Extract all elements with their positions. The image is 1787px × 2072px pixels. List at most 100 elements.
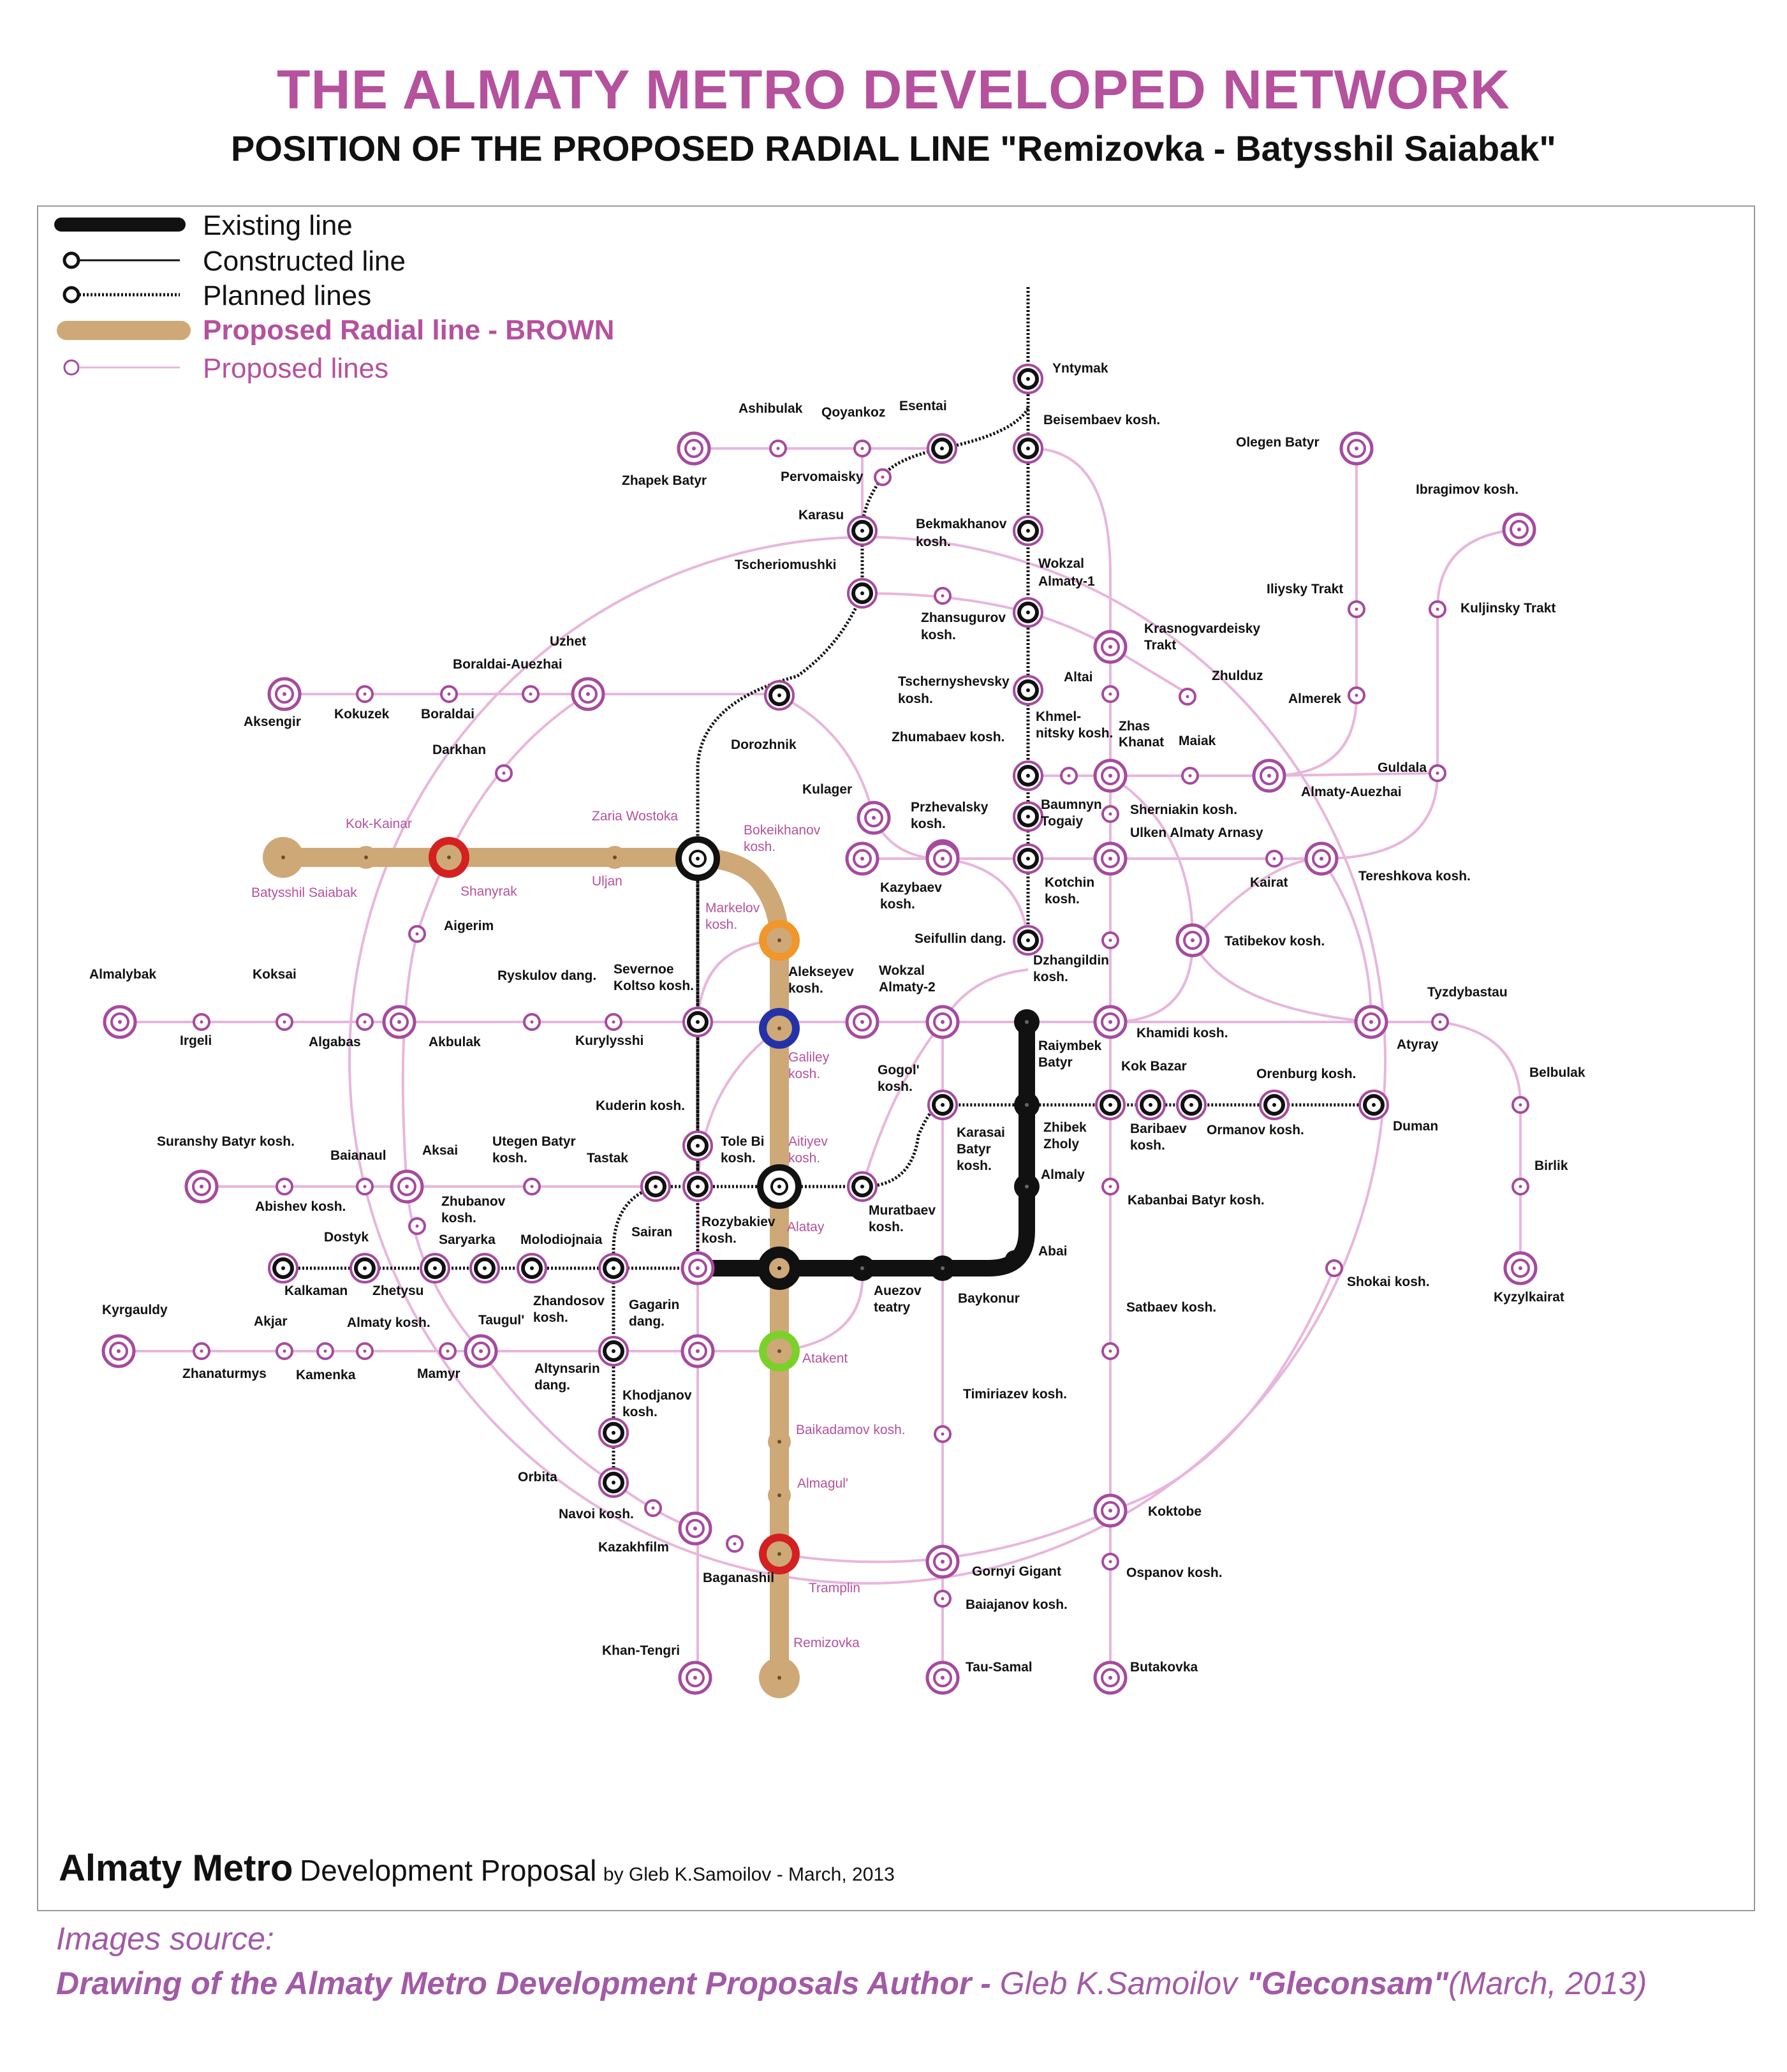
station-marker[interactable] <box>1259 1090 1290 1120</box>
station-marker[interactable] <box>598 1417 629 1448</box>
station-marker[interactable] <box>1101 1178 1119 1195</box>
station-marker[interactable] <box>925 841 960 876</box>
station-marker[interactable] <box>603 846 626 869</box>
station-marker[interactable] <box>440 685 458 703</box>
station-marker[interactable] <box>522 685 540 703</box>
station-marker[interactable] <box>429 837 469 878</box>
station-marker[interactable] <box>759 1657 800 1698</box>
station-marker[interactable] <box>408 1217 426 1235</box>
station-marker[interactable] <box>857 801 891 835</box>
station-marker[interactable] <box>934 1425 952 1443</box>
station-marker[interactable] <box>101 1334 136 1368</box>
station-marker[interactable] <box>1013 843 1043 874</box>
station-marker[interactable] <box>1135 1090 1166 1120</box>
station-marker[interactable] <box>1339 431 1374 466</box>
station-marker[interactable] <box>1304 841 1339 876</box>
station-marker[interactable] <box>675 836 720 881</box>
station-marker[interactable] <box>1093 841 1128 876</box>
station-marker[interactable] <box>469 1253 500 1284</box>
station-marker[interactable] <box>1101 805 1119 823</box>
station-marker[interactable] <box>1503 1251 1538 1285</box>
station-marker[interactable] <box>726 1535 744 1553</box>
station-marker[interactable] <box>267 677 302 711</box>
station-marker[interactable] <box>1005 1250 1023 1268</box>
station-marker[interactable] <box>355 846 378 869</box>
station-marker[interactable] <box>1060 767 1078 785</box>
station-marker[interactable] <box>1014 1009 1040 1035</box>
station-marker[interactable] <box>1013 675 1043 706</box>
station-marker[interactable] <box>1014 1092 1040 1118</box>
station-marker[interactable] <box>1093 1661 1128 1695</box>
station-marker[interactable] <box>356 685 374 703</box>
station-marker[interactable] <box>1013 801 1043 832</box>
station-marker[interactable] <box>934 587 952 605</box>
station-marker[interactable] <box>1013 364 1043 394</box>
station-marker[interactable] <box>356 1013 374 1031</box>
station-marker[interactable] <box>1014 1174 1040 1199</box>
station-marker[interactable] <box>768 1484 791 1507</box>
station-marker[interactable] <box>1101 931 1119 949</box>
station-marker[interactable] <box>193 1342 210 1360</box>
station-marker[interactable] <box>276 1178 293 1195</box>
station-marker[interactable] <box>1348 686 1365 704</box>
station-marker[interactable] <box>845 841 879 876</box>
station-marker[interactable] <box>678 1661 712 1695</box>
station-marker[interactable] <box>925 1544 960 1579</box>
station-marker[interactable] <box>759 920 800 961</box>
station-marker[interactable] <box>758 1247 801 1290</box>
station-marker[interactable] <box>845 1005 879 1039</box>
station-marker[interactable] <box>276 1342 293 1360</box>
station-marker[interactable] <box>759 1534 800 1574</box>
station-marker[interactable] <box>408 925 426 943</box>
station-marker[interactable] <box>464 1334 498 1368</box>
station-marker[interactable] <box>523 1013 541 1031</box>
station-marker[interactable] <box>1093 1005 1128 1039</box>
station-marker[interactable] <box>1013 433 1043 464</box>
station-marker[interactable] <box>276 1013 293 1031</box>
station-marker[interactable] <box>853 440 871 457</box>
station-marker[interactable] <box>1013 597 1043 628</box>
station-marker[interactable] <box>1013 515 1043 546</box>
station-marker[interactable] <box>1095 1090 1126 1120</box>
station-marker[interactable] <box>1013 760 1043 791</box>
station-marker[interactable] <box>598 1336 629 1366</box>
station-marker[interactable] <box>1093 630 1128 664</box>
station-marker[interactable] <box>925 1661 960 1695</box>
station-marker[interactable] <box>759 1331 800 1372</box>
station-marker[interactable] <box>390 1169 424 1204</box>
station-marker[interactable] <box>523 1178 541 1195</box>
station-marker[interactable] <box>925 1005 960 1039</box>
station-marker[interactable] <box>1511 1096 1529 1114</box>
station-marker[interactable] <box>759 1008 800 1049</box>
station-marker[interactable] <box>930 1255 955 1281</box>
station-marker[interactable] <box>420 1253 450 1284</box>
station-marker[interactable] <box>598 1253 629 1284</box>
station-marker[interactable] <box>1181 767 1199 785</box>
station-marker[interactable] <box>1176 1090 1207 1120</box>
station-marker[interactable] <box>1348 600 1365 618</box>
station-marker[interactable] <box>1101 1553 1119 1571</box>
station-marker[interactable] <box>356 1178 374 1195</box>
station-marker[interactable] <box>644 1499 662 1517</box>
station-marker[interactable] <box>495 764 513 782</box>
station-marker[interactable] <box>349 1253 380 1284</box>
station-marker[interactable] <box>677 431 711 466</box>
station-marker[interactable] <box>517 1253 547 1284</box>
station-marker[interactable] <box>263 837 304 878</box>
station-marker[interactable] <box>927 1090 958 1120</box>
station-marker[interactable] <box>640 1171 671 1202</box>
station-marker[interactable] <box>1093 1493 1128 1528</box>
station-marker[interactable] <box>847 578 878 609</box>
station-marker[interactable] <box>678 1511 712 1546</box>
station-marker[interactable] <box>605 1013 622 1031</box>
station-marker[interactable] <box>1101 685 1119 703</box>
station-marker[interactable] <box>847 1171 878 1202</box>
station-marker[interactable] <box>1354 1005 1388 1039</box>
station-marker[interactable] <box>1325 1259 1343 1277</box>
station-marker[interactable] <box>927 433 957 464</box>
station-marker[interactable] <box>847 515 878 546</box>
station-marker[interactable] <box>1502 512 1536 547</box>
station-marker[interactable] <box>682 1171 713 1202</box>
station-marker[interactable] <box>764 680 795 711</box>
station-marker[interactable] <box>1431 1013 1449 1031</box>
